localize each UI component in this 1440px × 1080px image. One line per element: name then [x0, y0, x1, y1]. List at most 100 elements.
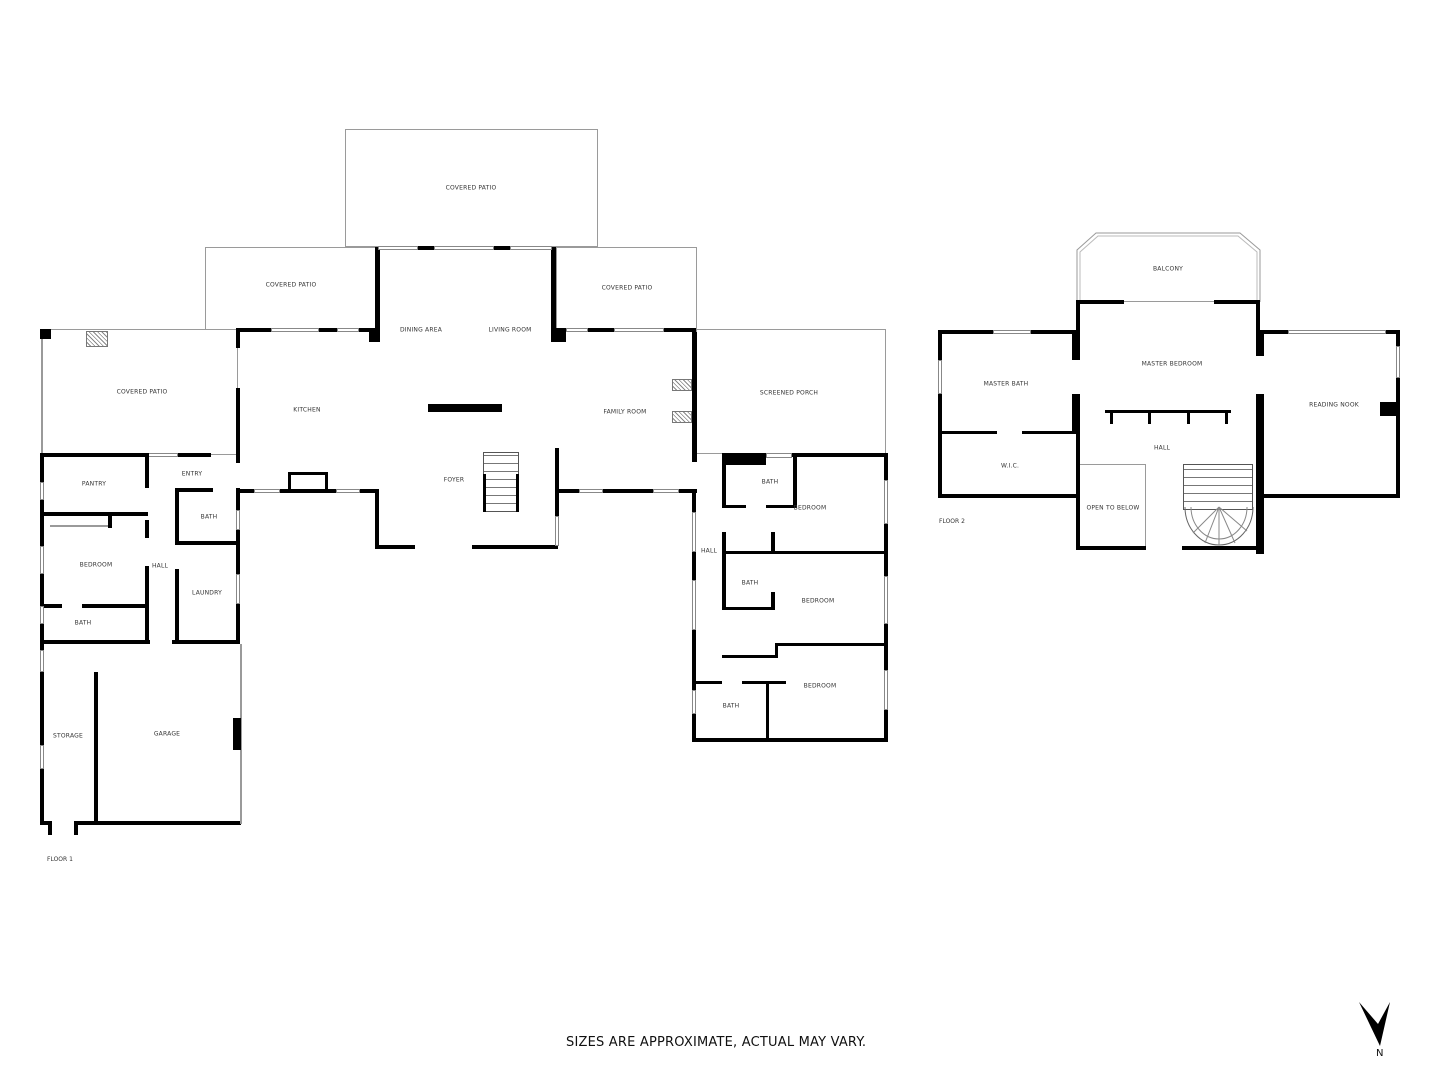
fireplace-icon	[86, 331, 108, 347]
window	[993, 330, 1031, 334]
wall	[792, 453, 888, 457]
wall	[775, 643, 888, 646]
closet-rail	[1105, 410, 1231, 413]
open-to-below-outline	[1145, 464, 1146, 548]
window	[555, 516, 559, 546]
wall	[145, 520, 149, 538]
window	[254, 489, 280, 493]
closet-post	[1187, 410, 1190, 424]
wall	[775, 643, 778, 658]
closet-post	[1148, 410, 1151, 424]
window	[579, 489, 603, 493]
room-label-screened-porch: SCREENED PORCH	[759, 389, 819, 397]
wall	[559, 489, 579, 493]
wall	[1380, 402, 1396, 416]
wall	[1072, 330, 1080, 360]
window	[692, 690, 696, 714]
wall	[793, 453, 797, 508]
balcony-door	[1124, 301, 1214, 302]
room-label-hall: HALL	[1153, 444, 1171, 452]
window	[40, 482, 44, 500]
wall	[1182, 546, 1260, 550]
window	[692, 580, 696, 630]
closet-rail	[50, 525, 108, 527]
wall	[319, 328, 337, 332]
room-label-entry: ENTRY	[181, 470, 203, 478]
window	[692, 512, 696, 552]
wall	[771, 532, 775, 552]
wall	[556, 328, 566, 342]
wall	[1072, 394, 1080, 434]
room-label-wic: W.I.C.	[1000, 462, 1020, 470]
room-label-laundry: LAUNDRY	[192, 589, 222, 597]
wall	[1022, 431, 1078, 434]
wall	[1076, 300, 1080, 358]
wall	[588, 328, 614, 332]
wall	[1076, 546, 1146, 550]
room-label-hall-east: HALL	[700, 547, 718, 555]
wall	[722, 532, 726, 610]
wall	[722, 551, 888, 554]
floor-1-label: FLOOR 1	[47, 856, 73, 863]
room-label-dining-area: DINING AREA	[399, 326, 443, 334]
closet-post	[1225, 410, 1228, 424]
window	[614, 328, 664, 332]
room-label-master-bedroom: MASTER BEDROOM	[1141, 360, 1203, 368]
room-label-bath-east-2: BATH	[741, 579, 759, 587]
wall	[722, 453, 726, 507]
covered-patio-top	[345, 129, 598, 247]
wall	[766, 681, 769, 739]
wall	[145, 453, 149, 488]
wall	[692, 738, 888, 742]
wall	[1386, 330, 1400, 334]
wall	[742, 681, 786, 684]
wall	[1256, 394, 1264, 554]
spiral-stairs-icon	[1183, 464, 1253, 510]
covered-patio-far-left	[41, 329, 238, 455]
wall	[1214, 300, 1260, 304]
window	[378, 246, 418, 250]
wall	[375, 247, 380, 342]
window	[938, 360, 942, 394]
wall	[679, 489, 697, 493]
room-label-covered-patio-right: COVERED PATIO	[601, 284, 653, 292]
wall	[236, 388, 240, 463]
wall	[94, 672, 98, 824]
wall	[44, 604, 62, 608]
wall	[603, 489, 653, 493]
wall-thin	[41, 339, 43, 454]
window	[510, 246, 552, 250]
room-label-reading-nook: READING NOOK	[1309, 401, 1359, 409]
wall	[771, 592, 775, 610]
room-label-pantry: PANTRY	[81, 480, 107, 488]
wall	[369, 328, 378, 342]
window	[884, 480, 888, 524]
wall	[722, 505, 746, 508]
wall	[1076, 430, 1080, 550]
wall	[325, 472, 328, 491]
room-label-bath-entry: BATH	[200, 513, 218, 521]
wall	[1256, 300, 1260, 344]
wall	[40, 821, 52, 825]
window	[40, 546, 44, 574]
room-label-covered-patio-left: COVERED PATIO	[265, 281, 317, 289]
wall	[472, 545, 558, 549]
wall	[74, 821, 78, 835]
wall	[360, 489, 378, 493]
wall	[766, 505, 796, 508]
wall	[175, 541, 237, 545]
wall	[1256, 330, 1264, 356]
north-arrow-icon	[1359, 1002, 1390, 1046]
wall	[555, 448, 559, 516]
wall	[82, 604, 146, 608]
room-label-master-bath: MASTER BATH	[983, 380, 1029, 388]
wall	[94, 821, 241, 825]
balcony-outline	[1076, 232, 1261, 302]
room-label-hall-west: HALL	[151, 562, 169, 570]
north-label: N	[1376, 1048, 1384, 1059]
wall	[48, 821, 52, 835]
room-label-storage: STORAGE	[53, 732, 83, 740]
garage-door	[240, 644, 242, 824]
wall	[44, 512, 148, 516]
wall	[1260, 330, 1288, 334]
